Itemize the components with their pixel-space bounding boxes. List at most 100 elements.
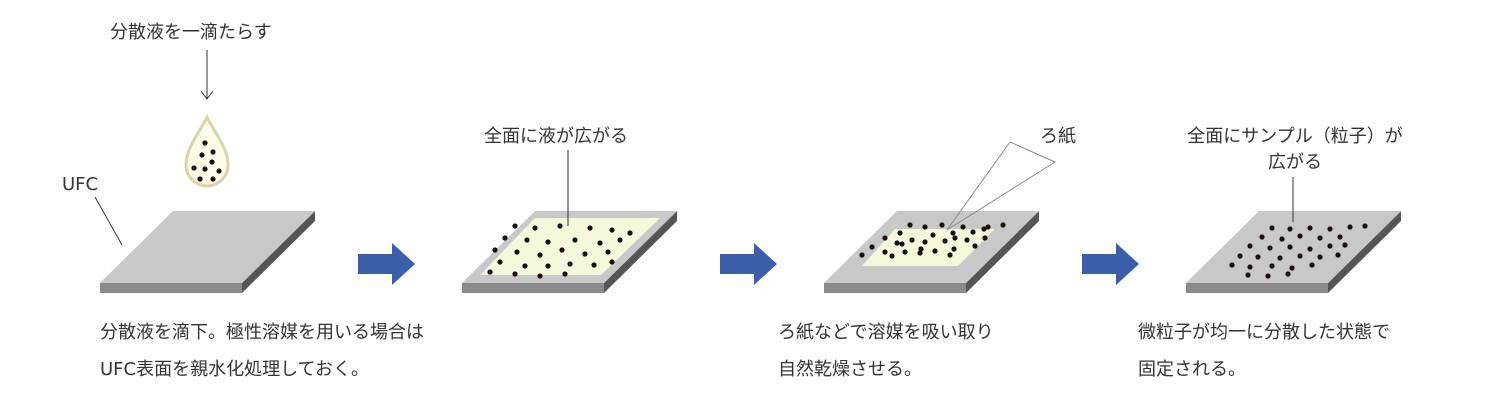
sample-spread-label-2: 広がる: [1268, 152, 1322, 173]
particle: [1307, 246, 1313, 252]
particle: [202, 140, 208, 146]
drop-instruction-label: 分散液を一滴たらす: [110, 22, 272, 43]
ufc-leader-line: [94, 196, 123, 246]
particle: [487, 269, 493, 275]
plate-side-4: [1328, 211, 1401, 293]
particle: [939, 222, 945, 228]
particle: [209, 159, 215, 165]
particle: [537, 252, 543, 258]
particle: [907, 222, 913, 228]
particle: [1265, 273, 1271, 279]
particle: [859, 252, 865, 258]
particle: [609, 227, 615, 233]
sample-spread-label-1: 全面にサンプル（粒子）が: [1187, 126, 1403, 147]
particle: [1279, 236, 1285, 242]
particle: [882, 235, 888, 241]
particle: [191, 165, 197, 171]
particle: [591, 262, 597, 268]
particle: [1342, 242, 1348, 248]
plate-top-1: [100, 211, 315, 283]
particle: [981, 226, 987, 232]
particle: [970, 229, 976, 235]
particle: [605, 249, 611, 255]
particle: [1287, 244, 1293, 250]
particle: [972, 243, 978, 249]
particle: [902, 249, 908, 255]
particle: [899, 241, 905, 247]
step4-caption-1: 微粒子が均一に分散した状態で: [1138, 322, 1390, 343]
particle: [1269, 225, 1275, 231]
particle: [562, 271, 568, 277]
particle: [545, 239, 551, 245]
particle: [627, 230, 633, 236]
particle: [582, 251, 588, 257]
particle: [932, 248, 938, 254]
particle: [1287, 226, 1293, 232]
down-arrow-head: [200, 90, 214, 100]
particle: [952, 235, 958, 241]
particle: [894, 240, 900, 246]
particle: [567, 261, 573, 267]
particle: [492, 247, 498, 253]
particle: [1255, 254, 1261, 260]
particle: [199, 152, 205, 158]
particle: [197, 176, 203, 182]
particle: [597, 240, 603, 246]
particle: [869, 244, 875, 250]
plate-front-1: [100, 283, 242, 293]
step3-caption-1: ろ紙などで溶媒を吸い取り: [778, 322, 994, 343]
particle: [537, 273, 543, 279]
particle: [918, 246, 924, 252]
particle: [951, 246, 957, 252]
particle: [1307, 225, 1313, 231]
particle: [572, 237, 578, 243]
step4-caption-2: 固定される。: [1138, 359, 1246, 380]
particle: [512, 271, 518, 277]
particle: [1297, 233, 1303, 239]
particle: [1285, 271, 1291, 277]
particle: [1335, 252, 1341, 258]
particle: [985, 224, 991, 230]
particle: [617, 237, 623, 243]
particle: [1000, 222, 1006, 228]
filter-paper-label: ろ紙: [1040, 126, 1076, 147]
plate-front-2: [462, 283, 604, 293]
plate-side-2: [604, 211, 677, 293]
particle: [1259, 234, 1265, 240]
particle: [1245, 272, 1251, 278]
particle: [882, 249, 888, 255]
particle: [897, 230, 903, 236]
plate-top-4: [1186, 211, 1401, 283]
particle: [917, 250, 923, 256]
particle: [210, 176, 216, 182]
ufc-label: UFC: [62, 174, 99, 195]
particle: [1347, 224, 1353, 230]
particle: [497, 259, 503, 265]
particle: [930, 232, 936, 238]
step-arrow-3: [1082, 243, 1139, 285]
particle: [964, 237, 970, 243]
particle: [202, 166, 208, 172]
step-arrow-2: [720, 243, 777, 285]
filter-paper-icon: [946, 141, 1057, 231]
particle: [502, 235, 508, 241]
plate-side-1: [242, 211, 315, 293]
plate-front-3: [824, 283, 966, 293]
particle: [950, 230, 956, 236]
particle: [1237, 253, 1243, 259]
particle: [587, 225, 593, 231]
particle: [1267, 245, 1273, 251]
particle: [960, 224, 966, 230]
particle: [922, 224, 928, 230]
particle: [922, 239, 928, 245]
particle: [1327, 226, 1333, 232]
step1-caption-2: UFC表面を親水化処理しておく。: [100, 359, 370, 380]
particle: [889, 253, 895, 259]
particle: [532, 225, 538, 231]
particle: [1337, 234, 1343, 240]
droplet-icon: [184, 113, 230, 188]
particle: [559, 247, 565, 253]
particle: [947, 252, 953, 258]
particle: [522, 263, 528, 269]
